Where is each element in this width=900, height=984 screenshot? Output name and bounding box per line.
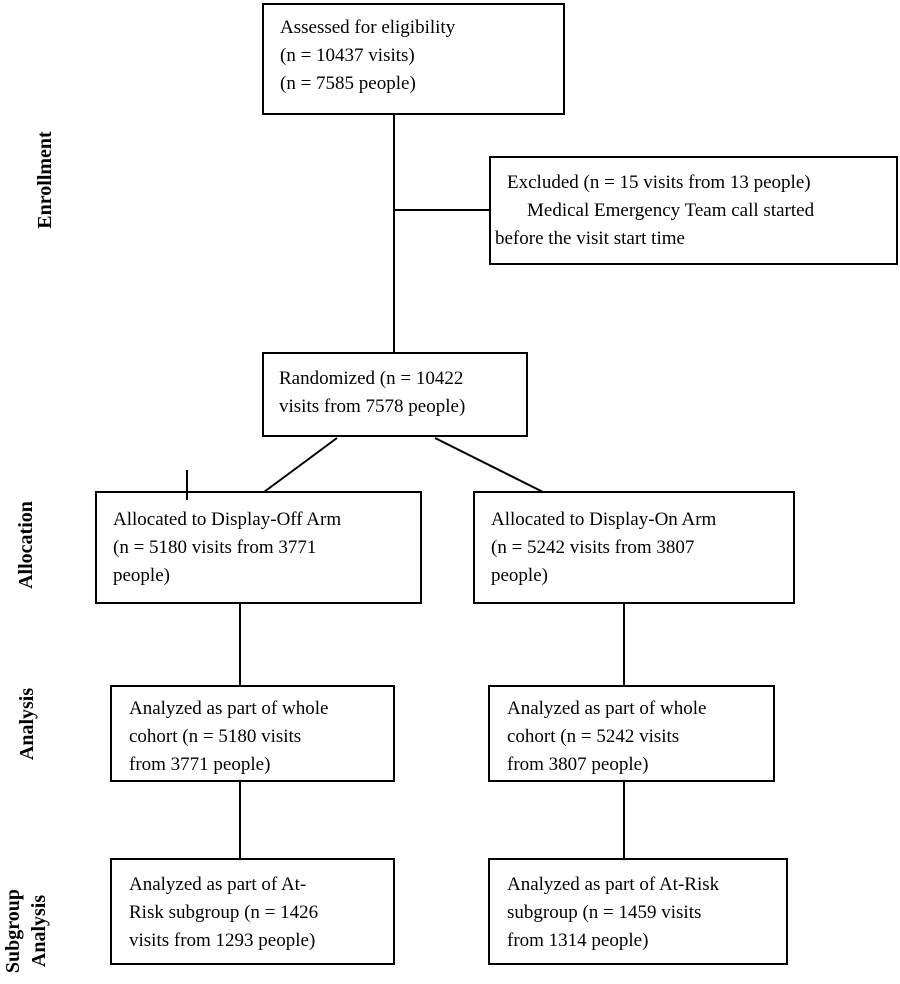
box-text-line: Medical Emergency Team call started [527, 200, 815, 221]
box-randomized: Randomized (n = 10422 visits from 7578 p… [262, 352, 528, 437]
box-text-line: cohort (n = 5242 visits [507, 726, 680, 747]
box-text-line: visits from 1293 people) [129, 930, 316, 951]
box-assessed-eligibility: Assessed for eligibility (n = 10437 visi… [262, 3, 565, 115]
connector-randomized-to-display-on [434, 437, 544, 493]
box-allocated-display-on: Allocated to Display-On Arm (n = 5242 vi… [473, 491, 795, 604]
box-text-line: Analyzed as part of At- [129, 874, 307, 895]
box-text-line: (n = 5180 visits from 3771 [113, 537, 317, 558]
box-analyzed-cohort-on: Analyzed as part of whole cohort (n = 52… [488, 685, 775, 782]
box-text-line: Randomized (n = 10422 [279, 368, 464, 389]
box-text-line: subgroup (n = 1459 visits [507, 902, 702, 923]
box-text-line: from 3771 people) [129, 754, 271, 775]
box-allocated-display-off: Allocated to Display-Off Arm (n = 5180 v… [95, 491, 422, 604]
box-text-line: from 3807 people) [507, 754, 649, 775]
stage-label-allocation: Allocation [15, 501, 37, 589]
box-text-line: from 1314 people) [507, 930, 649, 951]
box-text-line: Analyzed as part of At-Risk [507, 874, 720, 895]
box-text-line: Assessed for eligibility [280, 17, 456, 38]
connector-randomized-to-display-off [263, 437, 338, 493]
stage-label-subgroup-line2: Analysis [28, 894, 50, 968]
box-text-line: Risk subgroup (n = 1426 [129, 902, 319, 923]
box-text-line: visits from 7578 people) [279, 396, 466, 417]
box-text-line: (n = 5242 visits from 3807 [491, 537, 695, 558]
box-text-line: cohort (n = 5180 visits [129, 726, 302, 747]
box-text-line: Excluded (n = 15 visits from 13 people) [507, 172, 811, 193]
box-text-line: Allocated to Display-On Arm [491, 509, 717, 530]
box-analyzed-cohort-off: Analyzed as part of whole cohort (n = 51… [110, 685, 395, 782]
box-text-line: people) [113, 565, 170, 586]
stage-label-subgroup-line1: Subgroup [2, 888, 24, 974]
stage-label-subgroup-analysis: Subgroup Analysis [0, 831, 52, 984]
box-text-line: Allocated to Display-Off Arm [113, 509, 342, 530]
stage-label-analysis: Analysis [16, 687, 38, 761]
box-text-line: Analyzed as part of whole [507, 698, 707, 719]
stage-label-enrollment: Enrollment [34, 131, 56, 229]
box-text-line: (n = 7585 people) [280, 73, 416, 94]
box-text-line: Analyzed as part of whole [129, 698, 329, 719]
box-analyzed-subgroup-on: Analyzed as part of At-Risk subgroup (n … [488, 858, 788, 965]
box-analyzed-subgroup-off: Analyzed as part of At- Risk subgroup (n… [110, 858, 395, 965]
box-text-line: people) [491, 565, 548, 586]
box-text-line: before the visit start time [495, 228, 685, 249]
box-text-line: (n = 10437 visits) [280, 45, 415, 66]
box-excluded: Excluded (n = 15 visits from 13 people) … [489, 156, 898, 265]
